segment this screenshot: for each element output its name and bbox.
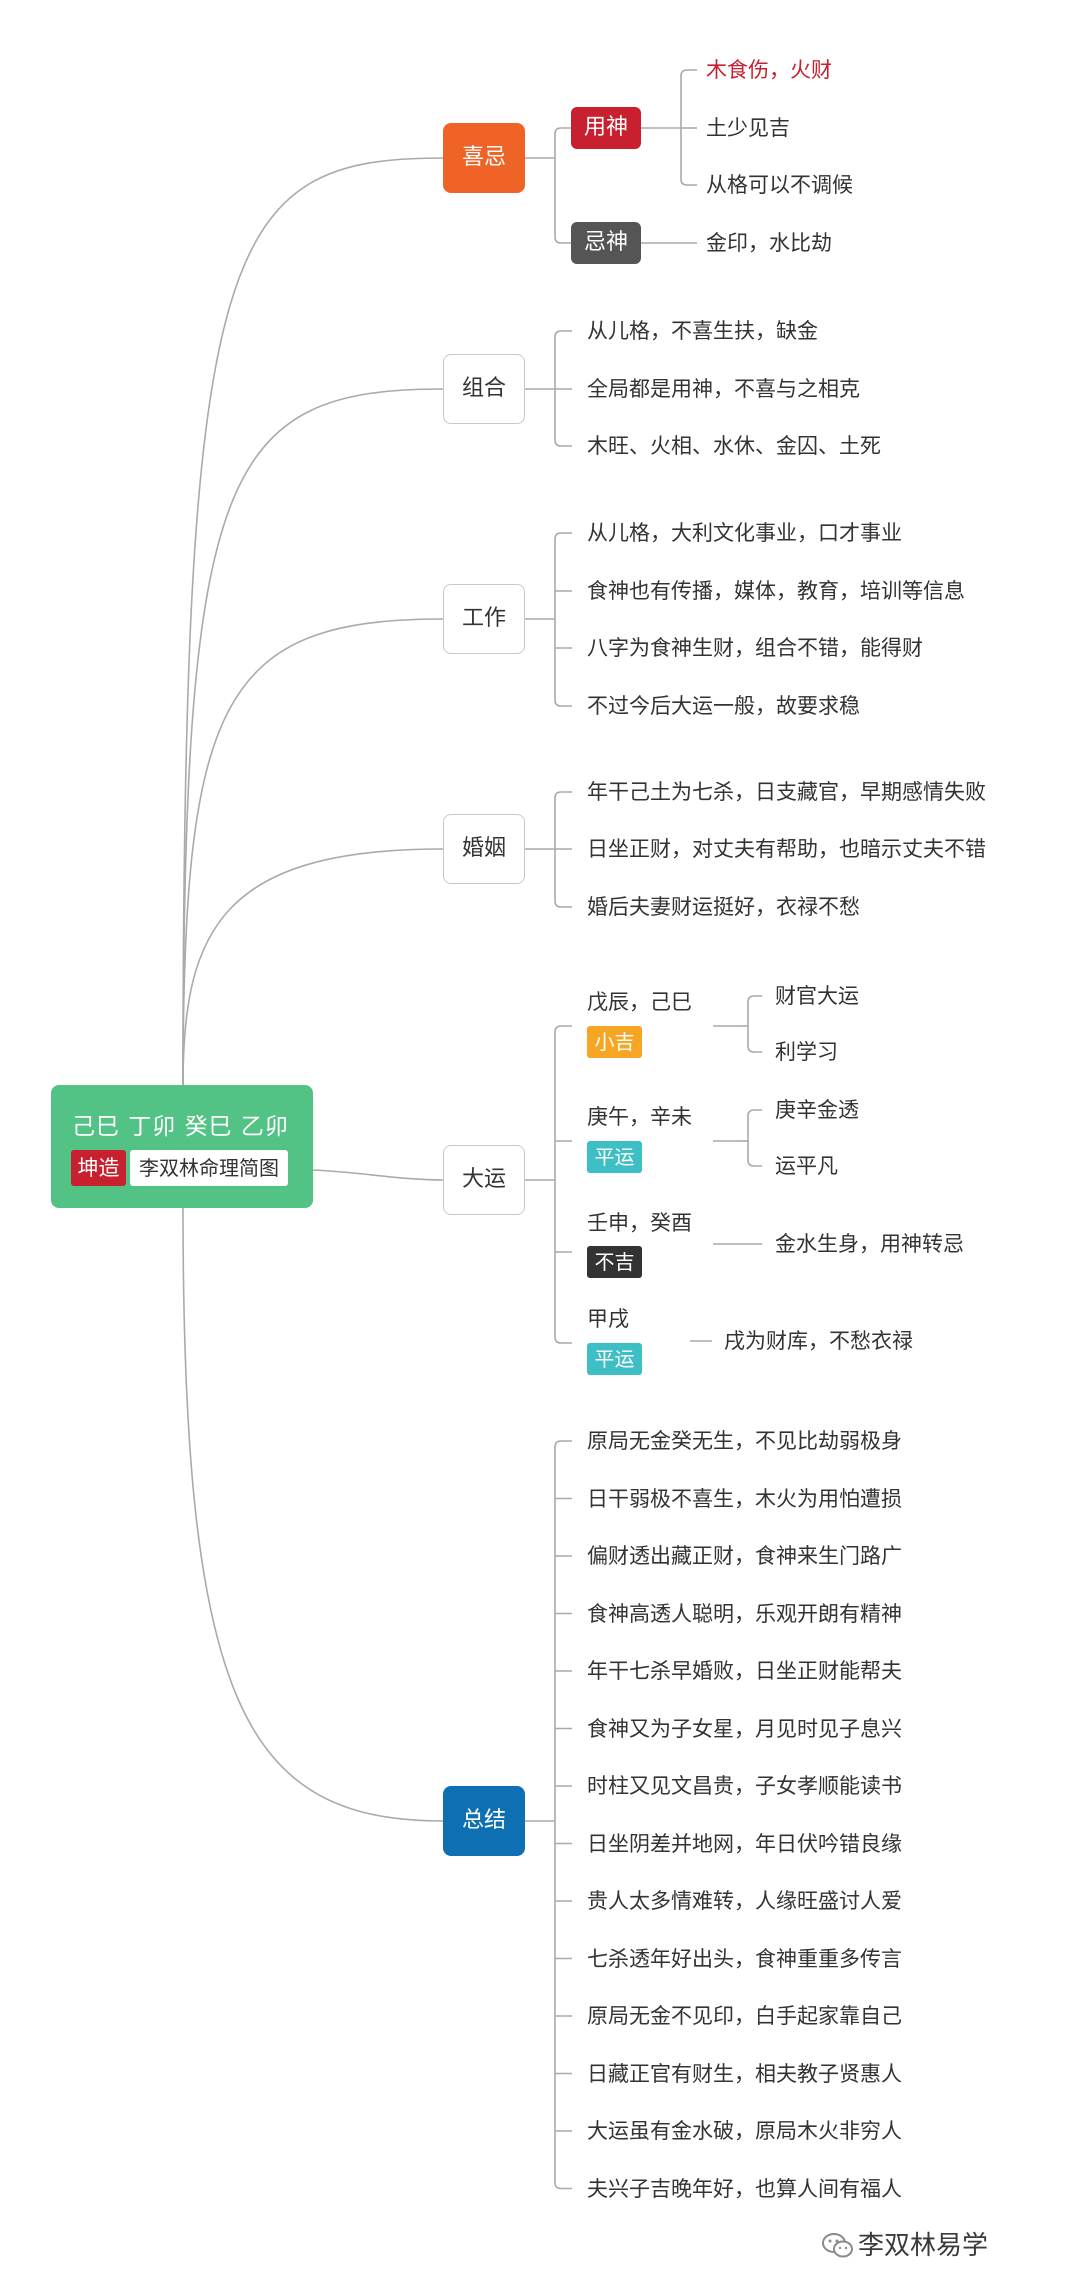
connector-23 [554,619,572,707]
zongjie-item-12: 日藏正官有财生，相夫教子贤惠人 [587,2061,902,2086]
zongjie-item-2: 日干弱极不喜生，木火为用怕遭损 [587,1486,902,1511]
connector-40 [747,1141,762,1167]
connector-29 [554,1025,572,1180]
zongjie-item-10: 七杀透年好出头，食神重重多传言 [587,1946,902,1971]
connector-1 [182,157,444,1086]
gongzuo-item-2: 食神也有传播，媒体，教育，培训等信息 [587,579,965,603]
zongjie-item-8: 日坐阴差并地网，年日伏吟错良缘 [587,1831,902,1856]
topic-zongjie[interactable]: 总结 [443,1786,525,1856]
dayun-period-4-note-1: 戌为财库，不愁衣禄 [724,1329,913,1353]
connector-11 [680,69,697,128]
connector-3 [182,618,444,1086]
connector-39 [747,1109,762,1141]
dayun-period-4-badge: 平运 [587,1343,642,1375]
connector-13 [680,128,697,186]
zuhe-item-2: 全局都是用神，不喜与之相克 [587,377,860,401]
connector-25 [554,791,572,849]
connector-27 [554,849,572,908]
root-node[interactable] [51,1085,313,1208]
dayun-period-4-label: 甲戌 [587,1307,629,1331]
zongjie-item-7: 时柱又见文昌贵，子女孝顺能读书 [587,1774,902,1798]
zongjie-item-3: 偏财透出藏正财，食神来生门路广 [587,1544,902,1568]
connector-8 [554,127,571,158]
connector-57 [554,1821,572,2190]
zongjie-item-13: 大运虽有金水破，原局木火非穷人 [587,2119,902,2143]
connector-32 [554,1180,572,1344]
dayun-period-1-badge: 小吉 [587,1026,642,1058]
connector-44 [554,1440,572,1821]
dayun-period-2-badge: 平运 [587,1141,642,1173]
dayun-period-3-label: 壬申，癸酉 [587,1211,692,1235]
gongzuo-item-3: 八字为食神生财，组合不错，能得财 [587,636,923,660]
root-tag: 坤造 [71,1150,126,1186]
zongjie-item-1: 原局无金癸无生，不见比劫弱极身 [587,1429,902,1453]
root-subtitle: 李双林命理简图 [130,1150,288,1186]
dayun-period-1-label: 戊辰，己巳 [587,990,692,1014]
zongjie-item-14: 夫兴子吉晚年好，也算人间有福人 [587,2176,902,2201]
hunyin-item-2: 日坐正财，对丈夫有帮助，也暗示丈夫不错 [587,837,986,861]
dayun-period-1-note-2: 利学习 [775,1040,838,1064]
zuhe-item-1: 从儿格，不喜生扶，缺金 [587,319,818,343]
subtopic-jishen[interactable]: 忌神 [571,222,641,264]
dayun-period-2-label: 庚午，辛未 [587,1105,692,1129]
connector-5 [312,1169,444,1181]
topic-hunyin[interactable]: 婚姻 [443,814,525,884]
connector-20 [554,532,572,619]
gongzuo-item-4: 不过今后大运一般，故要求稳 [587,694,860,718]
topic-xiji[interactable]: 喜忌 [443,123,525,193]
connector-36 [747,1026,762,1053]
topic-gongzuo[interactable]: 工作 [443,584,525,654]
dayun-period-2-note-1: 庚辛金透 [775,1098,859,1122]
dayun-period-2-note-2: 运平凡 [775,1154,838,1178]
zuhe-item-3: 木旺、火相、水休、金囚、土死 [587,434,881,458]
zongjie-item-9: 贵人太多情难转，人缘旺盛讨人爱 [587,1889,902,1913]
watermark-text: 李双林易学 [858,2231,989,2261]
topic-dayun[interactable]: 大运 [443,1145,525,1215]
zongjie-item-11: 原局无金不见印，白手起家靠自己 [587,2004,902,2028]
dayun-period-3-badge: 不吉 [587,1246,642,1278]
zongjie-item-6: 食神又为子女星，月见时见子息兴 [587,1716,902,1741]
gongzuo-item-1: 从儿格，大利文化事业，口才事业 [587,521,902,545]
connector-2 [182,388,444,1086]
connector-6 [182,1207,444,1822]
root-title: 己巳 丁卯 癸巳 乙卯 [72,1114,289,1140]
yongshen-item-3: 从格可以不调候 [706,173,853,197]
dayun-period-1-note-1: 财官大运 [775,984,859,1008]
yongshen-item-1: 木食伤，火财 [706,58,832,82]
connector-16 [554,330,572,389]
hunyin-item-3: 婚后夫妻财运挺好，衣禄不愁 [587,895,860,919]
yongshen-item-2: 土少见吉 [706,116,790,140]
connector-9 [554,158,571,244]
wechat-icon [822,2233,853,2258]
jishen-item-1: 金印，水比劫 [706,231,832,255]
hunyin-item-1: 年干己土为七杀，日支藏官，早期感情失败 [587,780,986,804]
zongjie-item-4: 食神高透人聪明，乐观开朗有精神 [587,1601,902,1626]
connector-18 [554,389,572,447]
dayun-period-3-note-1: 金水生身，用神转忌 [775,1232,964,1256]
subtopic-yongshen[interactable]: 用神 [571,107,641,149]
connector-35 [747,995,762,1026]
connector-4 [182,848,444,1086]
topic-zuhe[interactable]: 组合 [443,354,525,424]
zongjie-item-5: 年干七杀早婚败，日坐正财能帮夫 [587,1659,902,1683]
